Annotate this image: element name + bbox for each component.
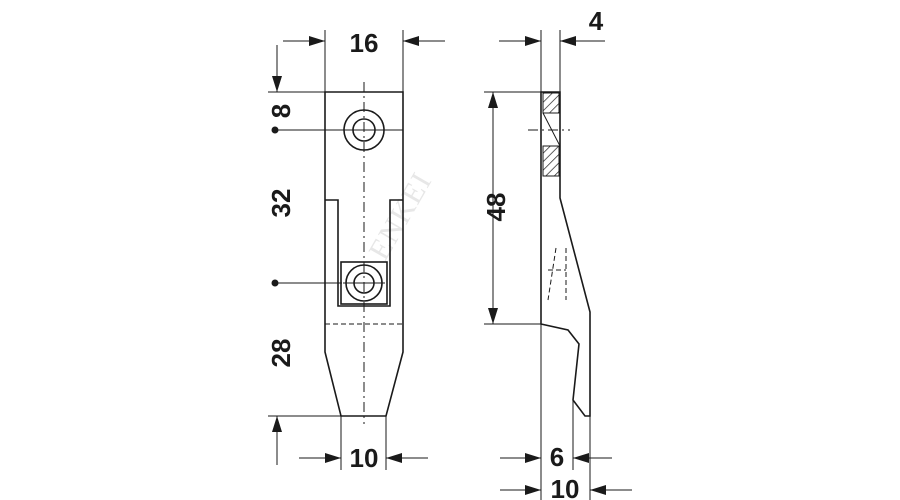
- hole-ref-dot-bottom: [271, 279, 279, 287]
- watermark-text: ENKEI: [362, 167, 438, 266]
- dim-side-thickness-top: 4: [589, 6, 604, 36]
- dim-side-total-depth: 10: [551, 474, 580, 500]
- dim-hole-offset-top: 8: [266, 104, 296, 118]
- dim-front-width-bottom: 10: [350, 443, 379, 473]
- side-section-hatch-top: [542, 92, 560, 114]
- dim-tip-length: 28: [266, 339, 296, 368]
- dim-side-hook-inner: 6: [550, 442, 564, 472]
- side-section-hatch-bottom: [542, 145, 560, 177]
- side-hidden-line-2: [547, 247, 557, 301]
- dim-hole-spacing: 32: [266, 189, 296, 218]
- front-view: [268, 30, 445, 470]
- hole-ref-dot-top: [271, 126, 279, 134]
- side-view: [484, 30, 632, 500]
- dim-front-width-top: 16: [350, 28, 379, 58]
- side-view-outline: [540, 91, 591, 417]
- dim-side-height: 48: [481, 193, 511, 222]
